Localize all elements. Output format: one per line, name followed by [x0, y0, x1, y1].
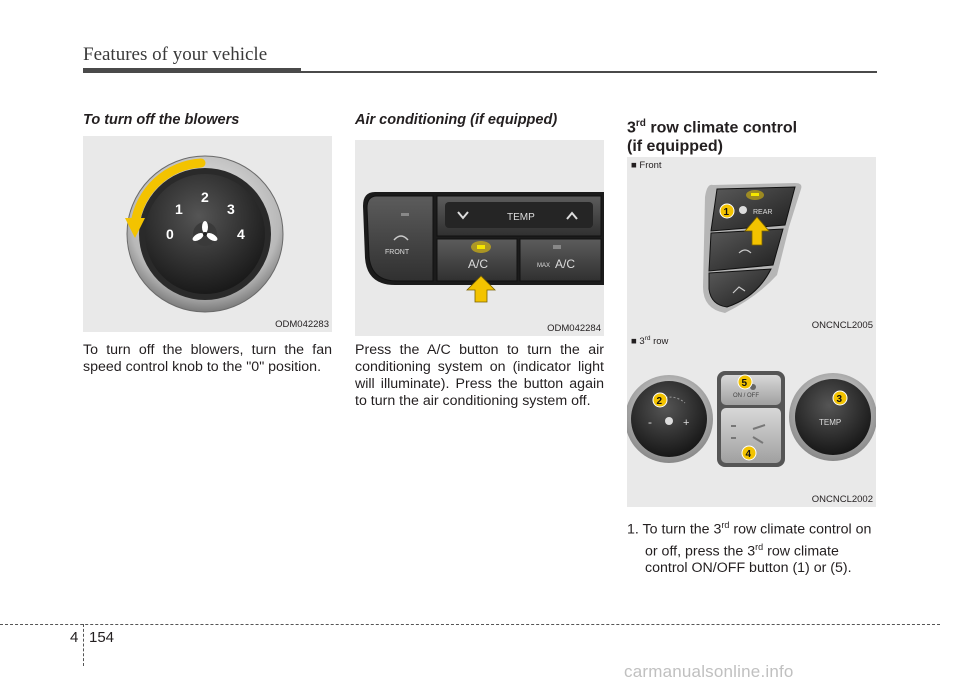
front-press-arrow: [744, 216, 770, 246]
fan-knob-figure: 0 1 2 3 4 ODM042283: [83, 136, 332, 332]
col1-figure-code: ODM042283: [275, 319, 329, 330]
front-label: ■ Front: [631, 160, 662, 171]
header-title: Features of your vehicle: [83, 44, 268, 65]
col2-figure-code: ODM042284: [547, 323, 601, 334]
page-number: 154: [89, 629, 115, 646]
row3-label-num: 3: [639, 336, 645, 348]
max-label: MAX: [537, 263, 550, 269]
press-arrow: [466, 275, 496, 303]
ac-button-label: A/C: [468, 257, 488, 271]
callout-1: 1: [724, 207, 730, 218]
row3-control-figure: ■ 3rd row - + 2 ON / OFF: [627, 333, 876, 507]
callout-4: 4: [746, 449, 752, 460]
square-bullet-icon: ■: [631, 160, 637, 171]
callout-2: 2: [657, 396, 663, 407]
header-rule-thin: [301, 71, 877, 73]
knob-label-0: 0: [166, 226, 174, 242]
square-bullet-icon: ■: [631, 336, 637, 348]
col3-list-item: 1. To turn the 3rd row climate control o…: [627, 517, 877, 577]
rotation-arrow-head: [125, 218, 145, 238]
svg-text:+: +: [683, 417, 689, 429]
footer-vertical-rule: [83, 624, 84, 666]
row3-figure-code: ONCNCL2002: [811, 494, 873, 505]
list-item-sup1: rd: [721, 520, 730, 530]
onoff-label: ON / OFF: [733, 393, 759, 399]
col2-heading: Air conditioning (if equipped): [355, 112, 558, 128]
col2-body: Press the A/C button to turn the air con…: [355, 342, 604, 409]
knob-label-4: 4: [237, 226, 245, 242]
knob-label-2: 2: [201, 189, 209, 205]
col1-heading: To turn off the blowers: [83, 112, 240, 128]
col1-body: To turn off the blowers, turn the fan sp…: [83, 342, 332, 375]
list-item-sup2: rd: [755, 541, 764, 552]
list-item-num: 1.: [627, 521, 639, 538]
front-label-text: Front: [639, 160, 662, 171]
col3-heading-line2: (if equipped): [627, 138, 723, 156]
footer-dashed-rule: [0, 624, 940, 625]
row3-label-rest: row: [650, 336, 669, 348]
front-figure-code: ONCNCL2005: [811, 320, 873, 331]
row3-illustration: - + 2 ON / OFF 5 4 TEMP 3: [627, 371, 876, 467]
temp-label: TEMP: [507, 212, 535, 223]
callout-3: 3: [837, 394, 843, 405]
knob-label-1: 1: [175, 201, 183, 217]
col3-heading-rest: row climate control: [645, 119, 798, 137]
col3-heading: 3rd row climate control (if equipped): [627, 114, 877, 156]
knob-label-3: 3: [227, 201, 235, 217]
ac-panel-illustration: TEMP FRONT A/C MAX A/C: [363, 192, 604, 303]
list-item-part1: To turn the 3: [638, 521, 722, 538]
chapter-number: 4: [70, 629, 79, 646]
svg-text:-: -: [648, 415, 652, 429]
callout-5: 5: [742, 378, 748, 389]
front-defrost-label: FRONT: [385, 249, 410, 256]
front-rear-illustration: 1 REAR: [703, 183, 802, 313]
col3-heading-sup: rd: [635, 118, 646, 129]
list-item-part2: row climate control on or off, press the…: [645, 521, 872, 560]
row3-label: ■ 3rd row: [631, 335, 668, 347]
list-item-part3: row climate control ON/OFF button (1) or…: [645, 543, 852, 577]
watermark: carmanualsonline.info: [624, 662, 794, 681]
rotation-arrow-arc: [130, 158, 206, 229]
row3-fan-icon: [665, 417, 673, 425]
row3-temp-label: TEMP: [819, 418, 841, 427]
fan-icon: [739, 206, 747, 214]
row3-label-sup: rd: [644, 335, 651, 342]
front-rear-control-figure: ■ Front 1 REAR ONCNCL2005: [627, 157, 876, 333]
header-rule-thick: [83, 68, 301, 73]
col3-heading-num: 3: [627, 119, 636, 137]
rear-label: REAR: [753, 209, 772, 216]
ac-panel-figure: TEMP FRONT A/C MAX A/C ODM042284: [355, 140, 604, 336]
max-ac-button-label: A/C: [555, 257, 575, 271]
fan-knob-illustration: 0 1 2 3 4: [125, 155, 284, 313]
